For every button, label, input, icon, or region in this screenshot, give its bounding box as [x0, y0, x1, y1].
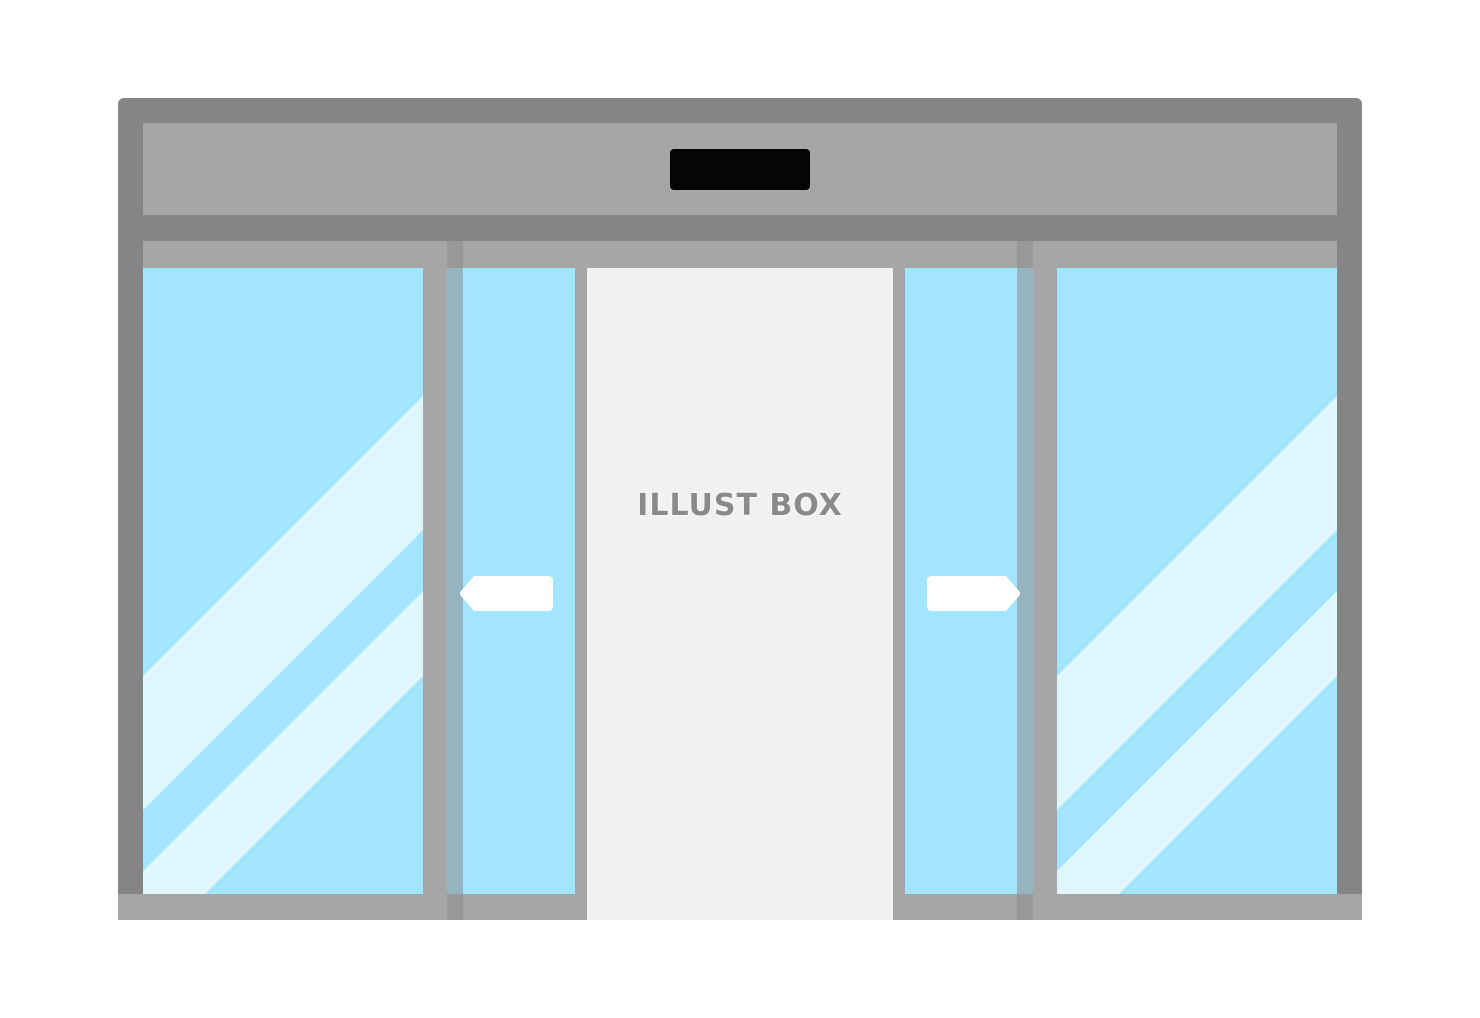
left-fixed-glass	[143, 268, 423, 894]
arrow-left-icon	[458, 576, 554, 611]
left-door-overlap	[447, 241, 463, 920]
right-post	[1033, 241, 1057, 920]
right-door-overlap	[1017, 241, 1033, 920]
right-door-edge	[893, 241, 905, 920]
left-glass-highlights	[143, 396, 423, 894]
door-sensor-icon	[670, 149, 810, 190]
top-rail	[143, 241, 1337, 268]
arrow-right-icon	[926, 576, 1022, 611]
watermark-text: ILLUST BOX	[637, 488, 843, 523]
left-post	[423, 241, 447, 920]
door-opening	[587, 268, 893, 920]
right-glass-highlights	[1057, 396, 1337, 894]
left-door-edge	[575, 241, 587, 920]
right-fixed-glass	[1057, 268, 1337, 894]
